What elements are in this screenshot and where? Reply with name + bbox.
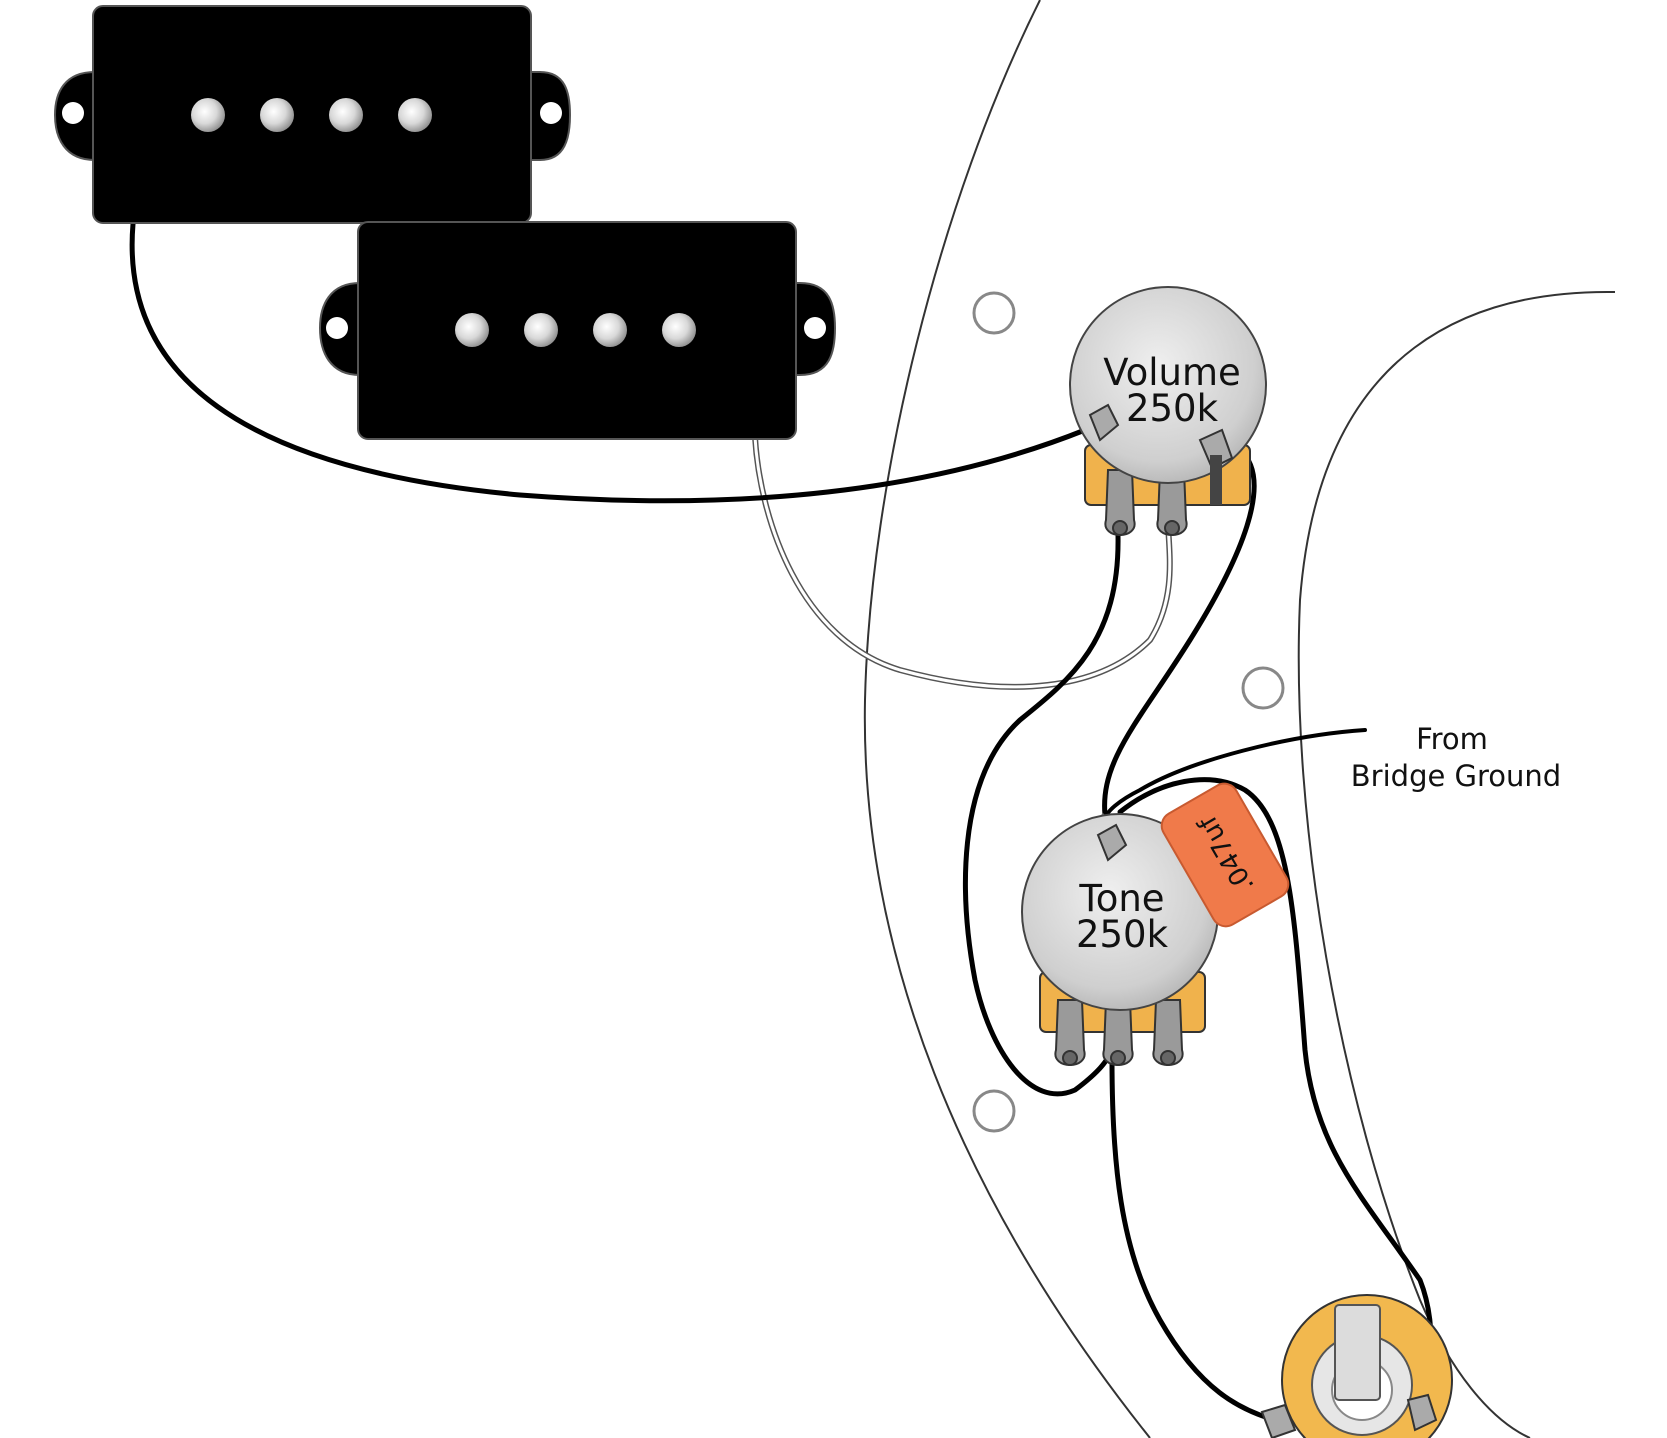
capacitor: .047uf <box>1160 782 1290 928</box>
screw-hole <box>972 1089 1016 1133</box>
tone-pot: Tone 250k <box>1021 813 1219 1066</box>
screw-holes <box>972 291 1285 1133</box>
capacitor-body <box>1160 782 1290 928</box>
pole-piece-icon <box>191 98 225 132</box>
pot-lugs <box>1104 469 1188 536</box>
pickup-a-body <box>92 5 532 224</box>
jack-tip-tab <box>1334 1304 1381 1401</box>
mount-hole-icon <box>326 317 348 339</box>
pot-lug-hole <box>1112 520 1128 536</box>
pot-lug-hole <box>1062 1050 1078 1066</box>
body-cutaway-edge <box>1297 290 1616 1438</box>
volume-pot: Volume 250k <box>1069 286 1267 536</box>
wire-black-tone-jack-hot <box>1109 1057 1278 1423</box>
pole-piece-icon <box>593 313 627 347</box>
pickup-a <box>53 5 572 224</box>
pickup-b <box>318 221 837 440</box>
mount-hole-icon <box>62 102 84 124</box>
pole-piece-icon <box>329 98 363 132</box>
pot-lug-hole <box>1160 1050 1176 1066</box>
pole-piece-icon <box>455 313 489 347</box>
pot-lug-hole <box>1164 520 1180 536</box>
bridge-ground-line2: Bridge Ground <box>1351 759 1561 793</box>
pot-lug-hole <box>1110 1050 1126 1066</box>
wire-black-tone-jack <box>1117 777 1434 1418</box>
volume-pot-name: Volume <box>1103 351 1241 394</box>
pickup-b-body <box>357 221 797 440</box>
wires <box>129 221 1434 1423</box>
pot-lug-terminal <box>1198 428 1234 470</box>
tone-pot-value: 250k <box>1076 913 1169 956</box>
wire-white <box>753 435 1172 689</box>
tone-pot-name: Tone <box>1078 877 1164 920</box>
screw-hole <box>972 291 1016 335</box>
bridge-ground-line1: From <box>1416 722 1488 756</box>
wire-bridge-ground <box>1103 728 1367 822</box>
pot-lugs <box>1054 999 1184 1066</box>
pole-piece-icon <box>260 98 294 132</box>
bridge-ground-label: From Bridge Ground <box>1351 722 1561 793</box>
pole-piece-icon <box>524 313 558 347</box>
pole-piece-icon <box>398 98 432 132</box>
pot-lug-terminal <box>1096 823 1128 862</box>
pot-ground-solder <box>1210 455 1222 505</box>
jack-lug <box>1406 1393 1438 1432</box>
wire-black-volume-ground <box>963 532 1121 1097</box>
body-outline <box>863 0 1616 1438</box>
output-jack <box>1260 1294 1453 1438</box>
wire-black-pickup <box>129 221 1088 504</box>
wire-black-volume-tone <box>1102 447 1257 818</box>
screw-hole <box>1241 666 1285 710</box>
mount-hole-icon <box>804 317 826 339</box>
volume-pot-value: 250k <box>1126 387 1219 430</box>
pickguard-edge <box>863 0 1151 1438</box>
jack-lug <box>1260 1403 1297 1438</box>
pole-piece-icon <box>662 313 696 347</box>
pot-lug-terminal <box>1088 403 1120 442</box>
mount-hole-icon <box>540 102 562 124</box>
